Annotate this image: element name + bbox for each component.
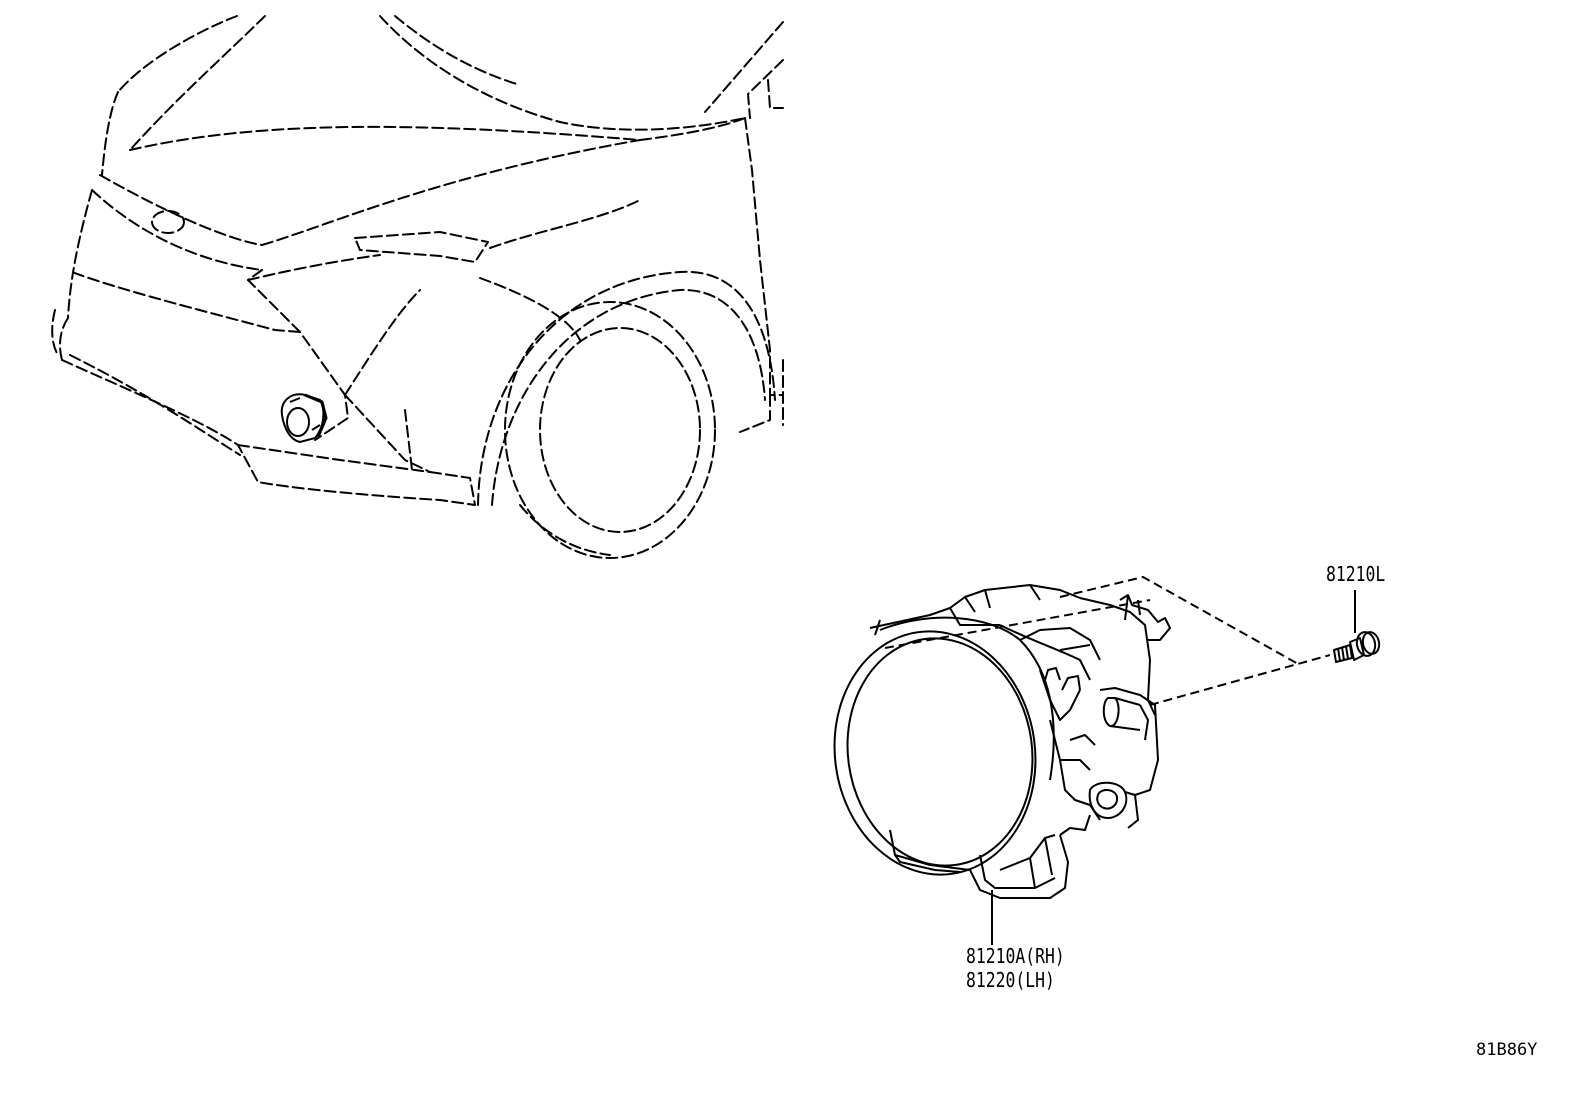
fog-lamp-location-on-vehicle — [280, 393, 328, 444]
fog-lamp-assembly — [833, 584, 1171, 899]
fog-lamp-lh-part-number-label: 81220(LH) — [966, 968, 1055, 992]
fog-lamp-rh-part-number-label: 81210A(RH) — [966, 944, 1065, 968]
bolt-81210L — [1333, 631, 1381, 663]
alignment-dashed-lines — [884, 575, 1331, 706]
leader-lines — [991, 590, 1356, 945]
vehicle-front-outline — [51, 15, 784, 559]
diagram-code-label: 81B86Y — [1476, 1040, 1538, 1060]
bolt-part-number-label: 81210L — [1326, 562, 1386, 586]
